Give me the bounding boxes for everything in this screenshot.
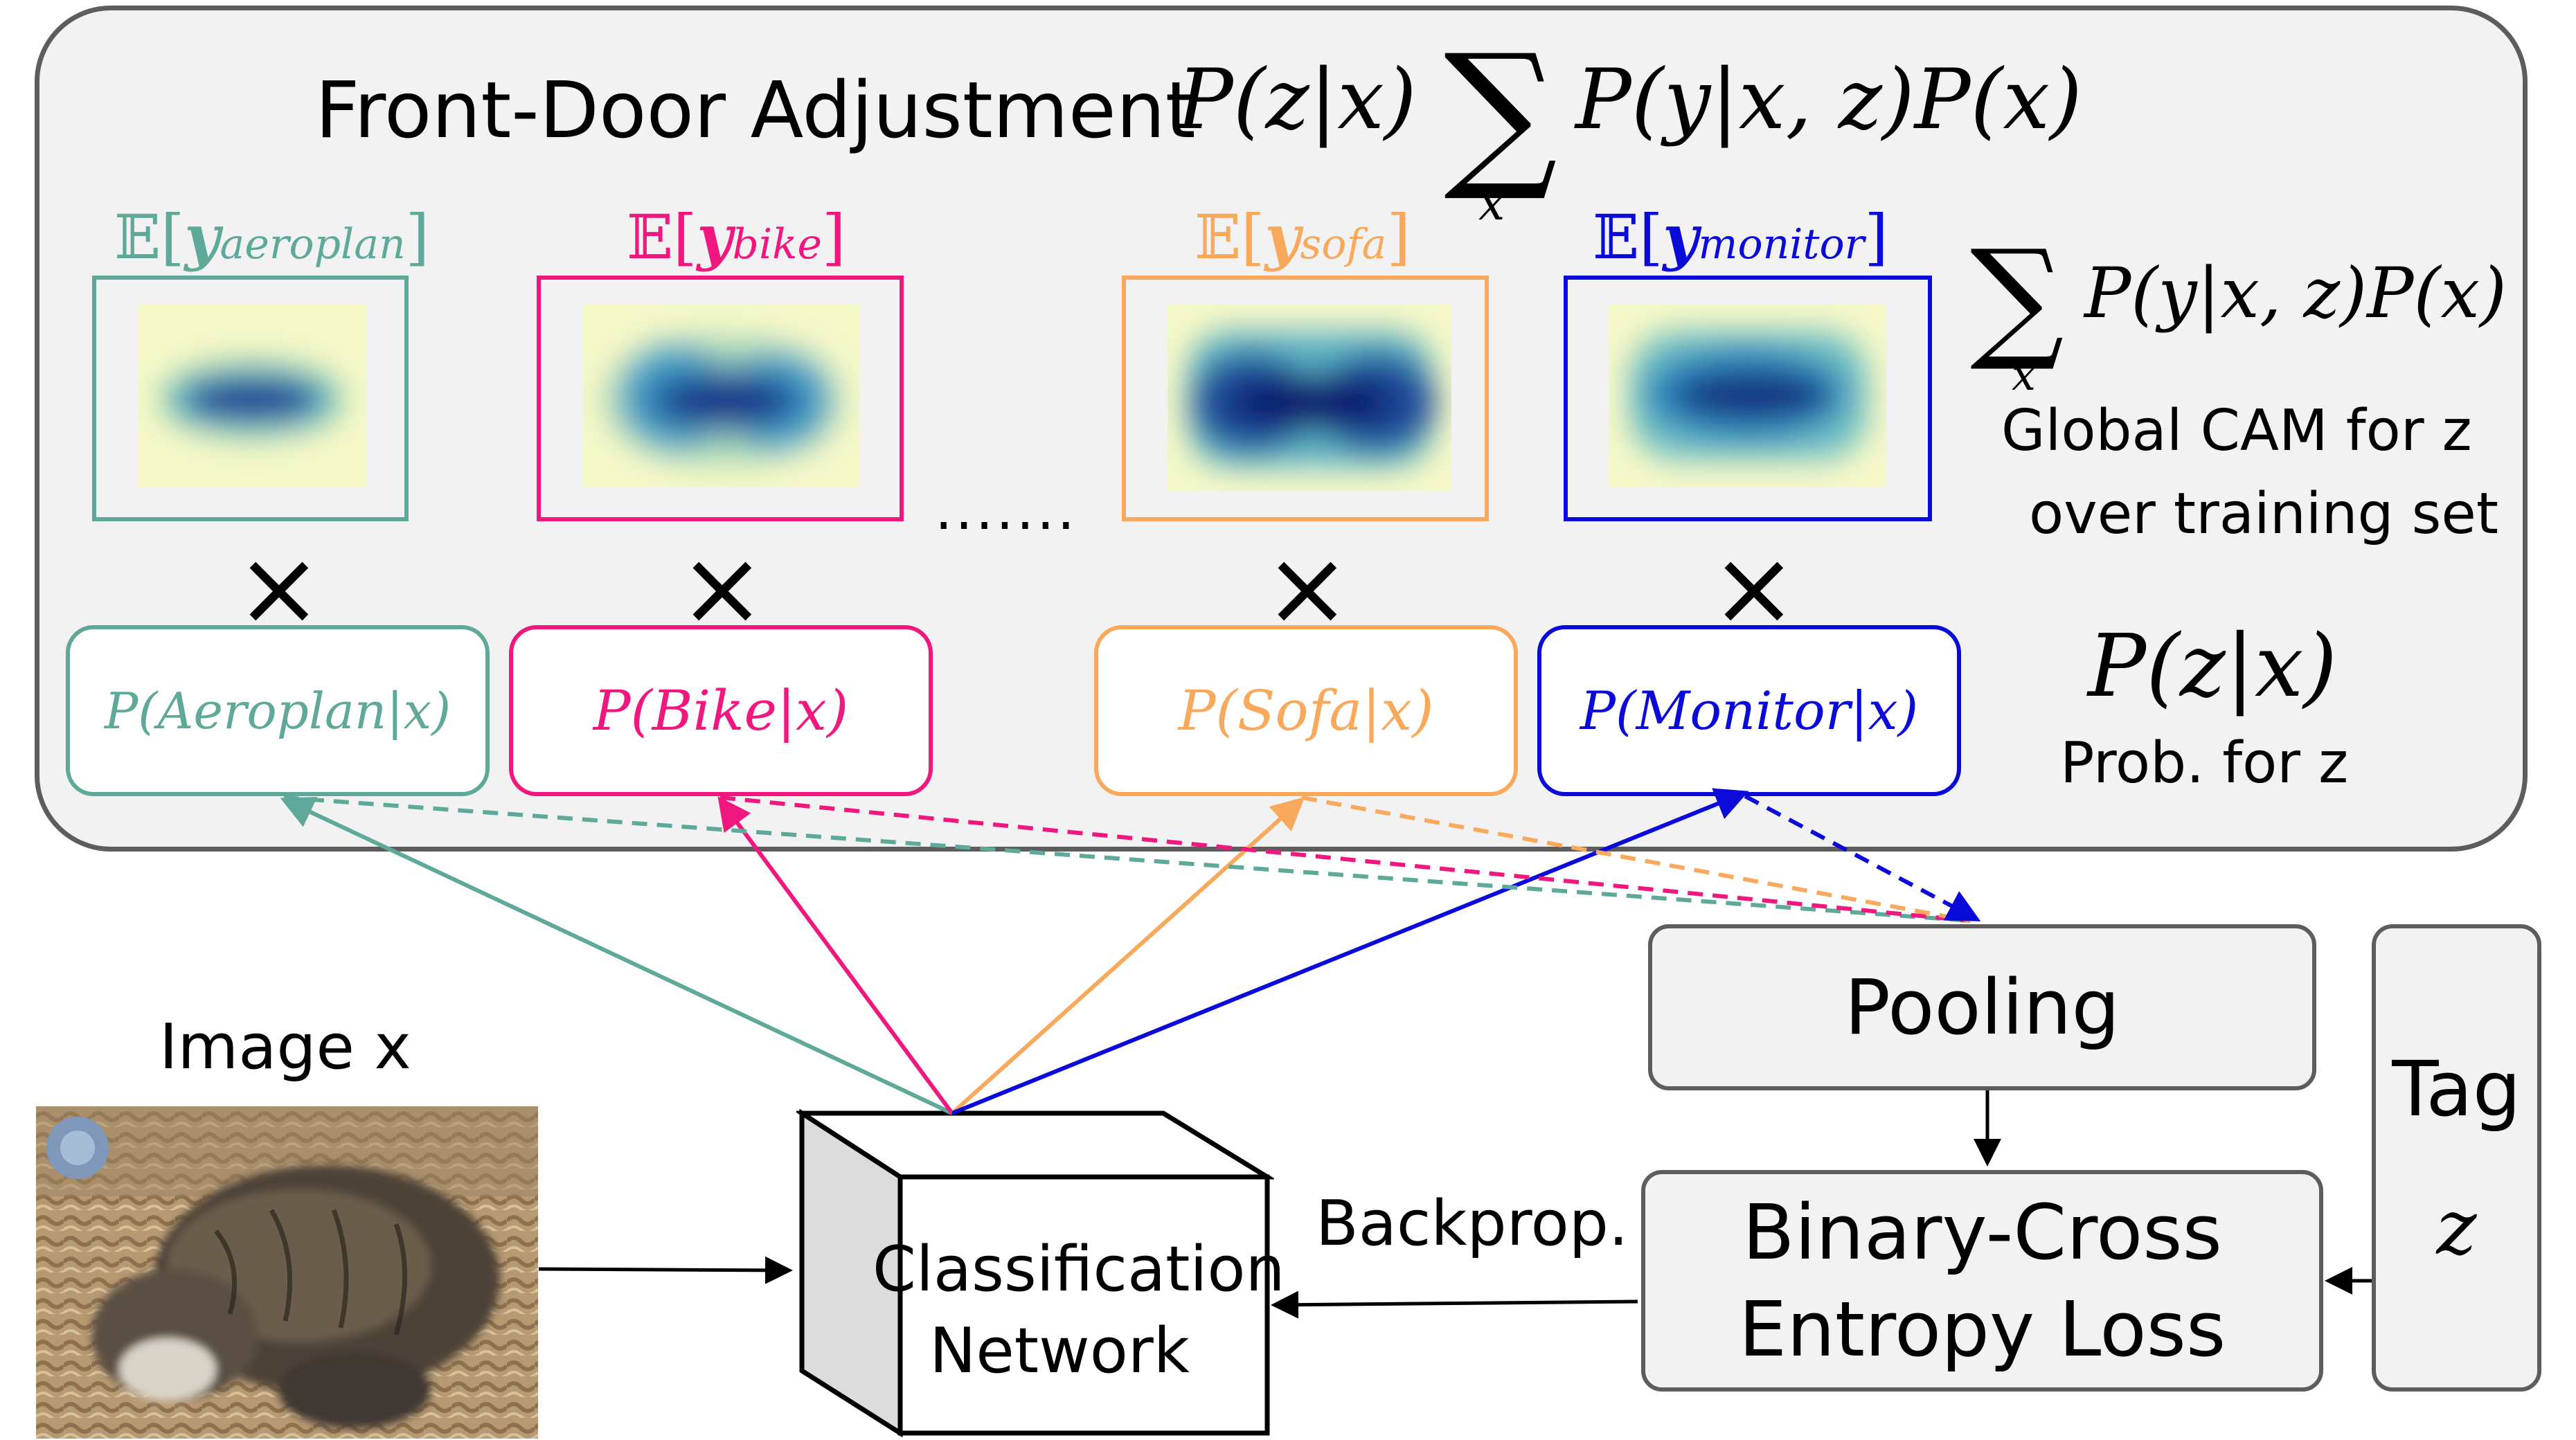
image-label-text: Image x: [159, 1011, 411, 1083]
arrow-network-to-sofa: [950, 796, 1305, 1115]
expectation-prefix: 𝔼[: [1593, 201, 1663, 273]
cam-heatmap-monitor: [1609, 304, 1886, 487]
prob-label: P(Sofa|x): [1178, 678, 1434, 743]
times-symbol-monitor: ×: [1710, 528, 1798, 649]
prob-label: P(Aeroplan|x): [104, 681, 451, 740]
right-sum-symbol: ∑: [1970, 222, 2064, 375]
arrow-network-to-bike: [717, 796, 954, 1115]
times-symbol-bike: ×: [679, 528, 766, 649]
panel-title: Front-Door Adjustment: [315, 66, 1196, 156]
expectation-suffix: ]: [1864, 201, 1888, 273]
expectation-var: y: [697, 201, 733, 273]
dashed-bike-to-pooling: [719, 795, 1971, 923]
global-cam-line1: Global CAM for z: [2001, 398, 2472, 464]
cam-heatmap-bike: [582, 304, 859, 487]
expectation-label-monitor: 𝔼[ymonitor]: [1593, 201, 1888, 273]
expectation-sub: bike: [732, 220, 823, 269]
backprop-label: Backprop.: [1316, 1187, 1629, 1260]
loss-line1: Binary-Cross: [1742, 1188, 2222, 1277]
image-label: Image x: [159, 1011, 411, 1083]
loss-box: Binary-Cross Entropy Loss: [1641, 1170, 2323, 1392]
heatmap-box-bike: [537, 276, 904, 521]
arrow-image-to-network: [538, 1256, 793, 1284]
title-sum-subscript: x′: [1478, 177, 1516, 231]
prob-for-label: Prob. for z: [2060, 730, 2349, 796]
dashed-sofa-to-pooling: [1301, 795, 1971, 923]
arrow-network-to-aeroplan: [280, 797, 954, 1115]
right-sum-subscript: x: [2012, 350, 2036, 400]
pooling-label: Pooling: [1844, 963, 2120, 1052]
expectation-prefix: 𝔼[: [114, 201, 185, 273]
times-symbol-aeroplan: ×: [235, 528, 323, 649]
expectation-label-bike: 𝔼[ybike]: [627, 201, 846, 273]
prob-box-aeroplan: P(Aeroplan|x): [66, 625, 490, 796]
expectation-var: y: [1264, 201, 1300, 273]
expectation-suffix: ]: [405, 201, 429, 273]
right-sum-formula: P(y|x, z)P(x): [2084, 253, 2507, 334]
prob-label: P(Bike|x): [593, 678, 849, 743]
dashed-monitor-to-pooling: [1744, 794, 1981, 921]
right-pzx: P(z|x): [2088, 616, 2338, 717]
expectation-sub: aeroplan: [220, 220, 406, 269]
arrow-network-to-monitor: [951, 788, 1749, 1115]
expectation-prefix: 𝔼[: [1195, 201, 1265, 273]
expectation-label-aeroplan: 𝔼[yaeroplan]: [114, 201, 429, 273]
tag-box: Tag z: [2372, 924, 2541, 1392]
expectation-sub: sofa: [1300, 220, 1387, 269]
expectation-suffix: ]: [1386, 201, 1411, 273]
tag-line2: z: [2436, 1182, 2477, 1272]
prob-box-sofa: P(Sofa|x): [1094, 625, 1518, 796]
network-label: Classification Network: [873, 1229, 1285, 1392]
title-formula-right: P(y|x, z)P(x): [1575, 52, 2082, 148]
expectation-prefix: 𝔼[: [627, 201, 697, 273]
times-symbol-sofa: ×: [1264, 528, 1351, 649]
ellipsis: .......: [935, 478, 1078, 542]
network-label-line1: Classification: [873, 1233, 1285, 1306]
title-sum-symbol: ∑: [1444, 21, 1558, 206]
prob-box-bike: P(Bike|x): [509, 625, 933, 796]
global-cam-line2: over training set: [2029, 481, 2498, 547]
cam-heatmap-sofa: [1168, 304, 1451, 491]
classification-network-cube: [796, 1108, 1274, 1438]
heatmap-box-aeroplan: [92, 276, 409, 521]
prob-label: P(Monitor|x): [1580, 680, 1919, 741]
dashed-aeroplan-to-pooling: [283, 795, 1971, 923]
arrow-loss-to-network: [1271, 1290, 1638, 1319]
title-formula-left: P(z|x): [1177, 52, 1417, 148]
tag-line1: Tag: [2392, 1044, 2521, 1133]
expectation-sub: monitor: [1698, 220, 1865, 269]
expectation-label-sofa: 𝔼[ysofa]: [1195, 201, 1411, 273]
heatmap-box-monitor: [1564, 276, 1932, 521]
expectation-var: y: [1663, 201, 1699, 273]
network-label-line2: Network: [929, 1315, 1190, 1387]
prob-box-monitor: P(Monitor|x): [1537, 625, 1961, 796]
heatmap-box-sofa: [1122, 276, 1489, 521]
expectation-suffix: ]: [822, 201, 846, 273]
pooling-box: Pooling: [1648, 924, 2316, 1090]
cam-heatmap-aeroplan: [138, 304, 366, 487]
expectation-var: y: [184, 201, 220, 273]
cat-photo: [36, 1106, 538, 1439]
loss-line2: Entropy Loss: [1738, 1285, 2226, 1374]
